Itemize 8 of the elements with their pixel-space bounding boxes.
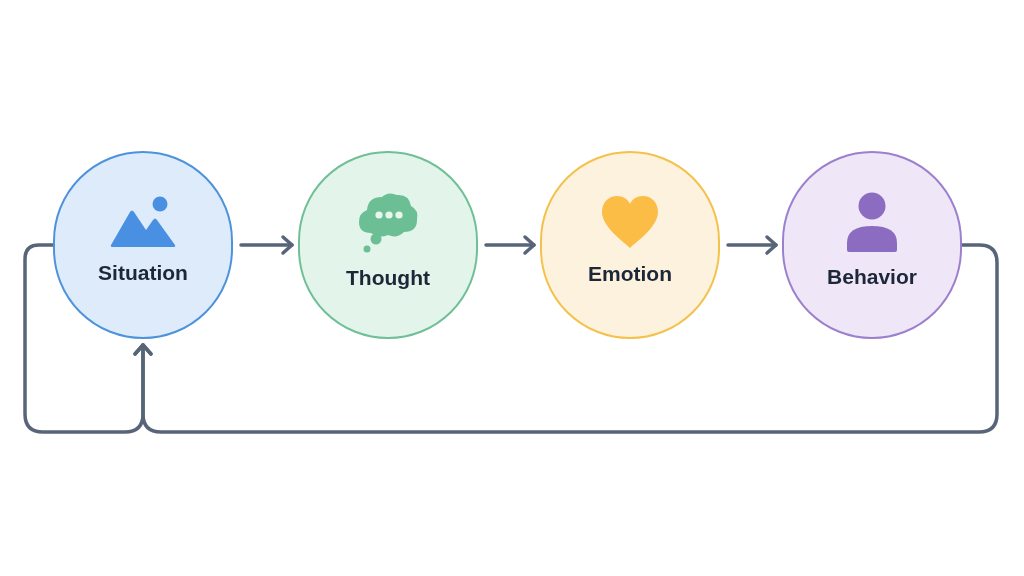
node-label: Thought [346,264,430,291]
arrow [726,235,778,255]
node-label: Behavior [827,263,917,290]
arrow [239,235,294,255]
arrow [23,243,153,434]
node-label: Emotion [588,260,672,287]
arrow [484,235,536,255]
node-label: Situation [98,259,188,286]
